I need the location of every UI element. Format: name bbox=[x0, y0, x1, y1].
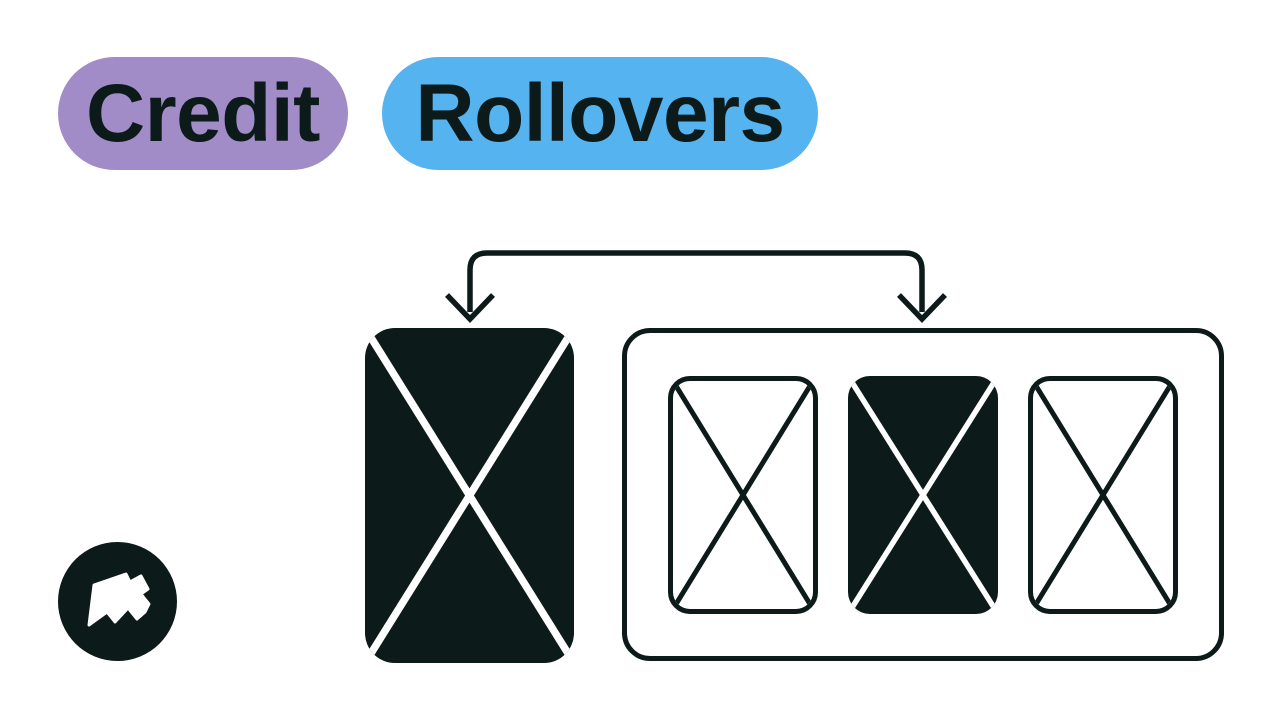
tray-card-filled bbox=[848, 375, 998, 614]
cross-x-icon bbox=[365, 328, 574, 663]
tray-card-outline-1 bbox=[668, 375, 818, 614]
badge-credit-label: Credit bbox=[86, 67, 320, 159]
expired-credit-card bbox=[365, 328, 574, 663]
cross-x-icon bbox=[848, 376, 998, 614]
badge-rollovers-label: Rollovers bbox=[415, 67, 785, 159]
split-down-arrow-icon bbox=[445, 250, 947, 323]
flag-icon bbox=[87, 572, 151, 627]
tray-card-outline-2 bbox=[1028, 375, 1178, 614]
badge-credit: Credit bbox=[58, 57, 348, 170]
badge-rollovers: Rollovers bbox=[382, 57, 818, 170]
cross-x-icon bbox=[1033, 381, 1173, 609]
rollover-tray bbox=[622, 328, 1224, 661]
cross-x-icon bbox=[673, 381, 813, 609]
brand-logo bbox=[58, 542, 177, 661]
